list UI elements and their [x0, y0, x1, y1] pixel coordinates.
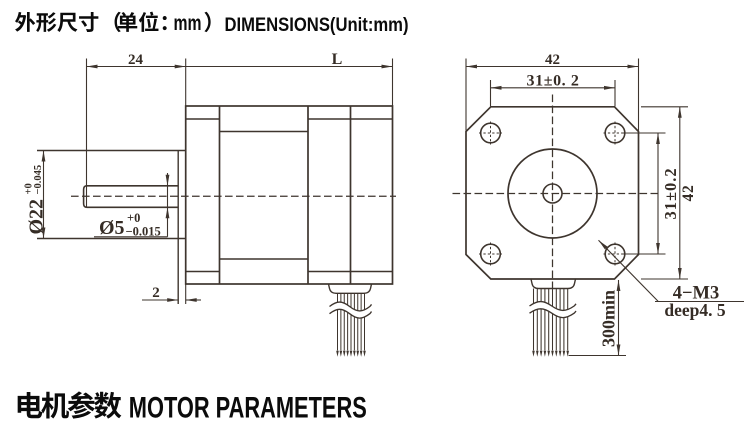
svg-text:42: 42 [680, 184, 697, 201]
svg-text:42: 42 [545, 52, 560, 68]
svg-text:MOTOR PARAMETERS: MOTOR PARAMETERS [129, 392, 367, 425]
svg-text:31±0. 2: 31±0. 2 [527, 73, 580, 90]
svg-text:−0.015: −0.015 [126, 225, 161, 239]
svg-text:DIMENSIONS(Unit:mm): DIMENSIONS(Unit:mm) [225, 14, 409, 36]
svg-text:24: 24 [128, 52, 144, 68]
svg-text:L: L [332, 51, 343, 68]
svg-text:Ø5: Ø5 [99, 217, 125, 239]
svg-text:300min: 300min [599, 290, 619, 347]
svg-text:−0.045: −0.045 [33, 165, 44, 195]
svg-text:31±0.2: 31±0.2 [661, 167, 680, 219]
svg-text:mm: mm [174, 12, 202, 35]
svg-text:Ø22: Ø22 [26, 199, 48, 235]
svg-text:+0: +0 [24, 183, 35, 194]
svg-text:4−M3: 4−M3 [673, 284, 720, 304]
svg-text:deep4. 5: deep4. 5 [664, 300, 726, 320]
svg-text:2: 2 [152, 285, 160, 301]
svg-text:+0: +0 [127, 211, 140, 225]
